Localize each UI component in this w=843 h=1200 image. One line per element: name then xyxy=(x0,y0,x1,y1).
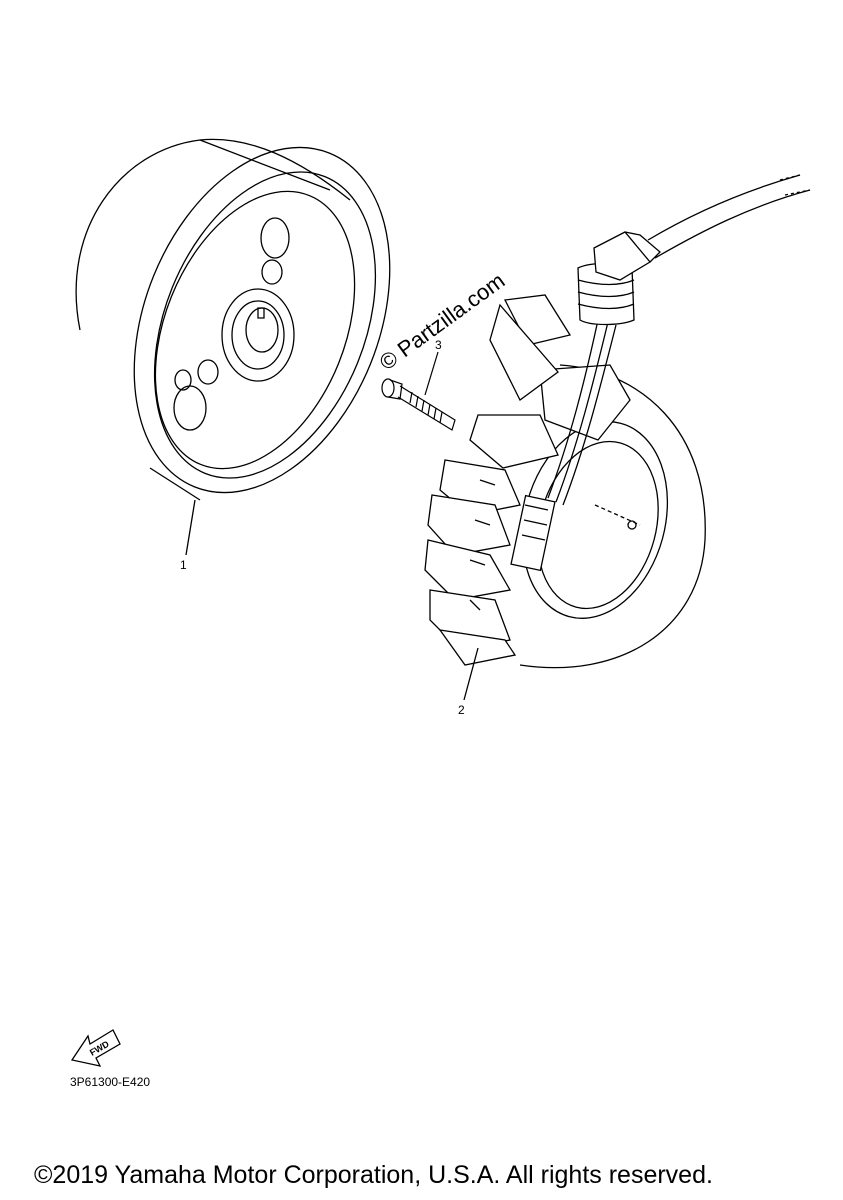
wire-harness[interactable] xyxy=(548,175,810,505)
fwd-arrow-icon xyxy=(72,1030,120,1066)
stator[interactable] xyxy=(425,295,705,700)
flywheel-rotor[interactable] xyxy=(76,109,438,555)
part-code: 3P61300-E420 xyxy=(70,1075,151,1089)
callout-stator: 2 xyxy=(458,703,465,717)
copyright-notice: ©2019 Yamaha Motor Corporation, U.S.A. A… xyxy=(34,1161,713,1189)
callout-bolt: 3 xyxy=(435,338,442,352)
bolt[interactable] xyxy=(382,352,455,430)
callout-flywheel: 1 xyxy=(180,558,187,572)
